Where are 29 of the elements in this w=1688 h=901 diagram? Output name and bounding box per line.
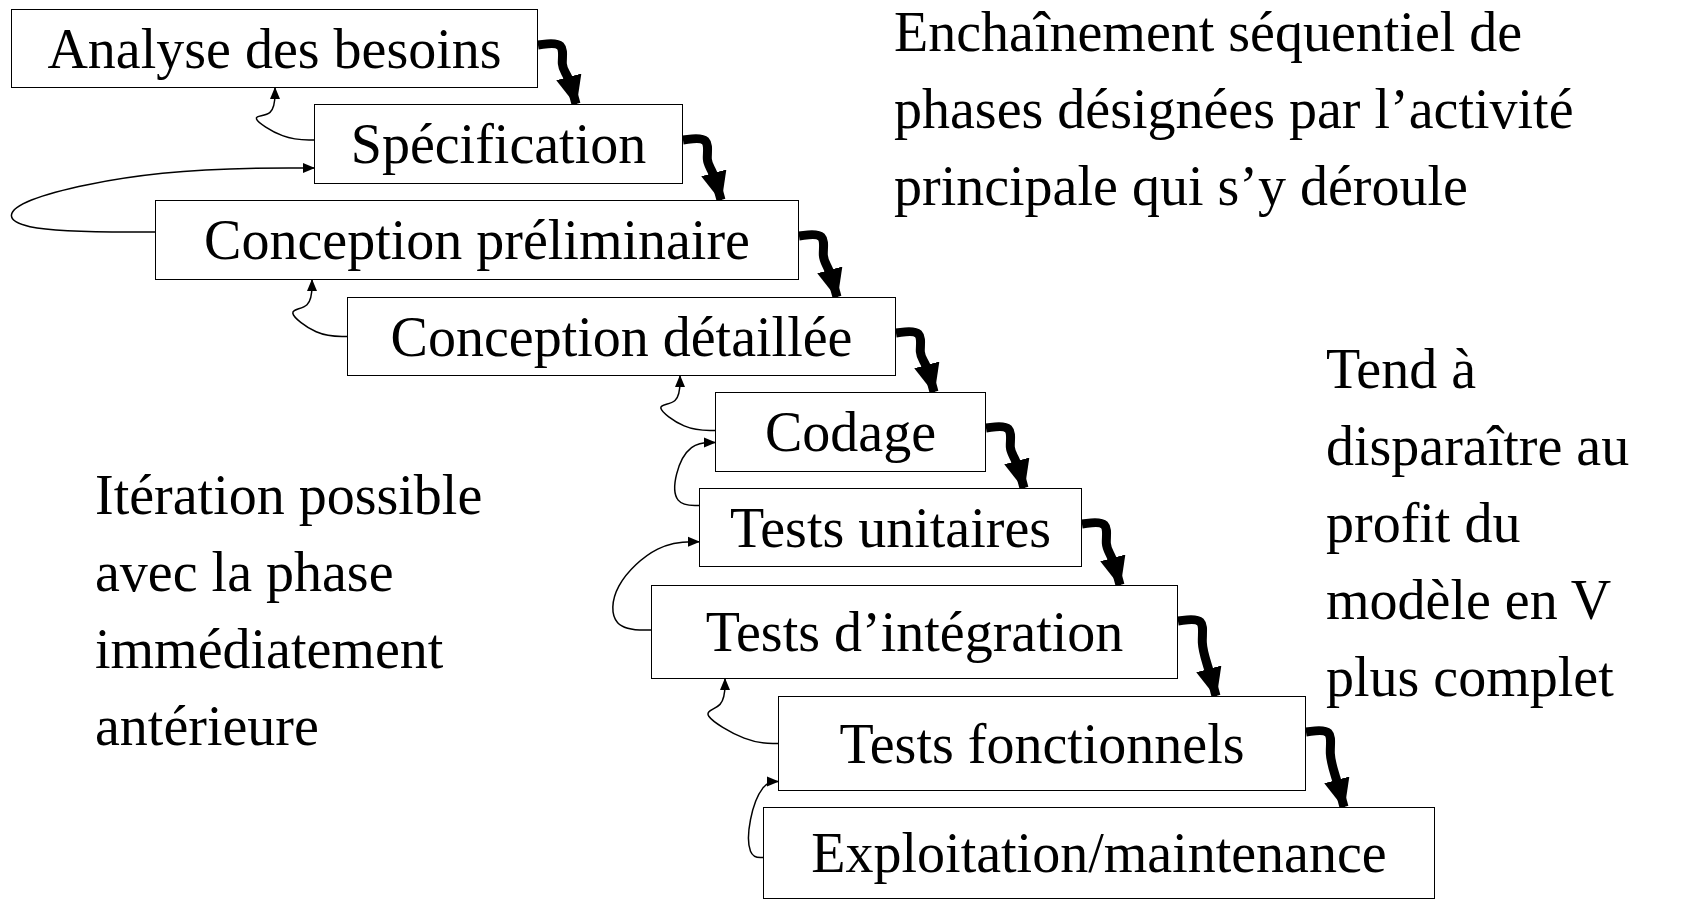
arrow xyxy=(537,39,582,106)
arrow xyxy=(660,375,716,432)
process-box xyxy=(699,488,1082,567)
arrow xyxy=(612,536,700,631)
process-box xyxy=(651,585,1178,679)
process-box xyxy=(715,392,986,472)
arrow xyxy=(255,87,315,141)
arrow xyxy=(1177,615,1222,698)
arrow xyxy=(895,327,940,394)
note-text: Enchaînement séquentiel de phases désignées par l’activité principale qui s’y déroule xyxy=(894,0,1575,219)
process-box xyxy=(763,807,1435,899)
arrow xyxy=(798,230,843,299)
arrow xyxy=(682,134,727,202)
note-text: Itération possible avec la phase immédiatement antérieure xyxy=(95,463,484,759)
box-label: Tests fonctionnels xyxy=(839,715,1245,772)
box-label: Tests unitaires xyxy=(729,499,1052,556)
arrow xyxy=(10,163,315,233)
process-box xyxy=(347,297,896,376)
process-box xyxy=(11,9,538,88)
arrow xyxy=(1305,726,1350,809)
process-box xyxy=(778,696,1306,791)
note-text: Tend à disparaître au profit du modèle en V plus complet xyxy=(1326,337,1631,710)
process-box xyxy=(314,104,683,184)
arrow xyxy=(1081,518,1126,587)
process-box xyxy=(155,200,799,280)
arrow xyxy=(707,678,779,745)
arrow xyxy=(674,437,716,507)
arrow xyxy=(292,279,348,338)
arrow xyxy=(985,422,1030,490)
